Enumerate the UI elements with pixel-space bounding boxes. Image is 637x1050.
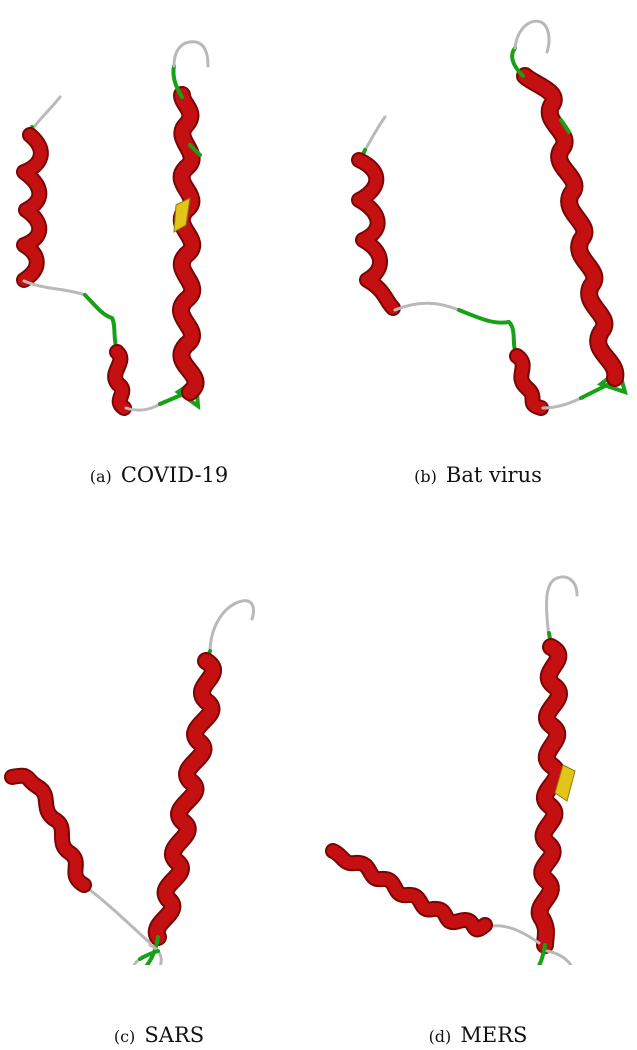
panel-caption: (c) SARS [0,1023,318,1047]
caption-name: COVID-19 [121,463,228,487]
panel-bat-virus: (b) Bat virus [319,0,637,525]
caption-name: MERS [460,1023,527,1047]
protein-ribbon-structure [319,525,637,965]
caption-tag: (c) [114,1027,135,1046]
panel-caption: (b) Bat virus [319,463,637,487]
caption-tag: (d) [429,1027,452,1046]
panel-caption: (a) COVID-19 [0,463,318,487]
caption-tag: (a) [90,467,112,486]
caption-tag: (b) [414,467,437,486]
caption-name: SARS [144,1023,204,1047]
panel-mers: (d) MERS [319,525,637,1050]
panel-covid-19: (a) COVID-19 [0,0,318,525]
panel-sars: (c) SARS [0,525,318,1050]
protein-ribbon-structure [0,0,318,440]
caption-name: Bat virus [446,463,542,487]
protein-ribbon-structure [0,525,318,965]
protein-ribbon-structure [319,0,637,440]
panel-caption: (d) MERS [319,1023,637,1047]
